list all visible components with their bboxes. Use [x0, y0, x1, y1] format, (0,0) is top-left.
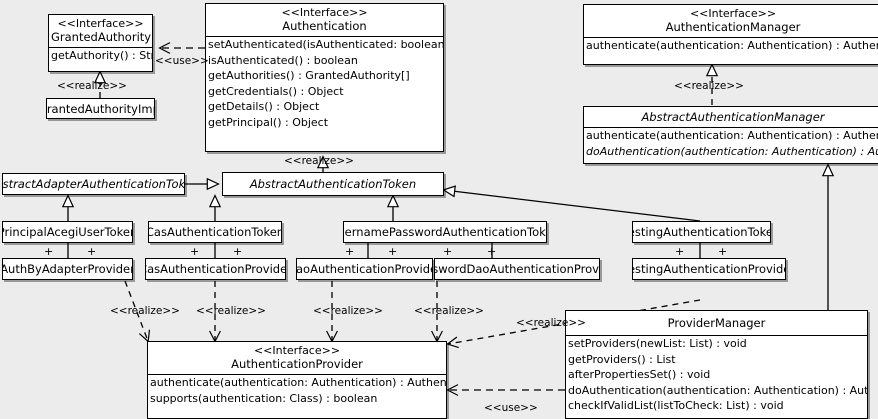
- class-testing-authentication-token[interactable]: TestingAuthenticationToken: [632, 221, 771, 243]
- class-name: GrantedAuthority: [51, 30, 152, 44]
- class-principal-acegi-user-token[interactable]: PrincipalAcegiUserToken: [2, 221, 133, 243]
- association-role-plus: +: [388, 245, 398, 258]
- edge-label-realize-granted-authority-impl: <<realize>>: [57, 80, 127, 92]
- operation-row: getAuthority() : String: [51, 49, 152, 62]
- class-name: AbstractAdapterAuthenticationToken: [2, 177, 185, 191]
- operation-row: authenticate(authentication: Authenticat…: [150, 376, 446, 389]
- class-name: AuthByAdapterProvider: [2, 262, 133, 276]
- class-cas-authentication-token[interactable]: CasAuthenticationToken: [148, 221, 282, 243]
- edge-label-realize-dao-authentication-provider: <<realize>>: [313, 305, 383, 317]
- class-name: GrantedAuthorityImpl: [46, 101, 154, 116]
- association-role-plus: +: [44, 245, 54, 258]
- operation-row: getCredentials() : Object: [208, 84, 344, 98]
- operation-row: isAuthenticated() : boolean: [208, 53, 358, 67]
- class-abstract-authentication-manager[interactable]: AbstractAuthenticationManager authentica…: [583, 106, 878, 164]
- operations-compartment: authenticate(authentication: Authenticat…: [148, 374, 446, 406]
- class-name: DaoAuthenticationProvider: [296, 262, 432, 276]
- class-header: ProviderManager: [566, 311, 867, 335]
- association-role-plus: +: [487, 245, 497, 258]
- association-role-plus: +: [87, 245, 97, 258]
- class-provider-manager[interactable]: ProviderManager setProviders(newList: Li…: [565, 310, 868, 419]
- class-name: UsernamePasswordAuthenticationToken: [344, 225, 546, 239]
- class-name: AbstractAuthenticationManager: [641, 110, 825, 124]
- association-role-plus: +: [675, 245, 685, 258]
- class-abstract-authentication-token[interactable]: AbstractAuthenticationToken: [222, 172, 444, 196]
- class-testing-authentication-provider[interactable]: TestingAuthenticationProvider: [632, 258, 786, 280]
- operations-compartment: setProviders(newList: List) : void getPr…: [566, 335, 867, 414]
- class-abstract-adapter-authentication-token[interactable]: AbstractAdapterAuthenticationToken: [2, 173, 185, 195]
- stereotype-label: <<Interface>>: [57, 17, 144, 30]
- association-role-plus: +: [443, 245, 453, 258]
- operation-row: setProviders(newList: List) : void: [568, 337, 747, 350]
- edge-label-realize-cas-authentication-provider: <<realize>>: [196, 305, 266, 317]
- edge-label-realize-abstract-authentication-token: <<realize>>: [284, 155, 354, 167]
- operation-row: authenticate(authentication: Authenticat…: [586, 129, 878, 142]
- class-header: <<Interface>> AuthenticationProvider: [148, 342, 446, 374]
- class-header: <<Interface>> GrantedAuthority: [49, 15, 152, 47]
- operations-compartment: getAuthority() : String: [49, 47, 152, 64]
- class-auth-by-adapter-provider[interactable]: AuthByAdapterProvider: [2, 258, 133, 280]
- operation-row: setAuthenticated(isAuthenticated: boolea…: [208, 38, 443, 51]
- edge-label-use-provider-manager: <<use>>: [484, 402, 538, 414]
- operation-row: getPrincipal() : Object: [208, 115, 329, 129]
- class-name: TestingAuthenticationProvider: [633, 262, 785, 276]
- operation-row: getProviders() : List: [568, 352, 676, 366]
- edge-label-realize-auth-by-adapter-provider: <<realize>>: [110, 305, 180, 317]
- operation-row: doAuthentication(authentication: Authent…: [586, 144, 878, 158]
- class-username-password-authentication-token[interactable]: UsernamePasswordAuthenticationToken: [343, 221, 547, 243]
- operations-compartment: authenticate(authentication: Authenticat…: [584, 127, 878, 159]
- class-dao-authentication-provider[interactable]: DaoAuthenticationProvider: [296, 258, 433, 280]
- class-name: AuthenticationProvider: [231, 357, 363, 371]
- class-name: PasswordDaoAuthenticationProvider: [435, 262, 599, 276]
- stereotype-label: <<Interface>>: [281, 6, 368, 19]
- association-role-plus: +: [345, 245, 355, 258]
- class-name: AbstractAuthenticationToken: [249, 177, 417, 191]
- operation-row: authenticate(authentication: Authenticat…: [586, 39, 878, 52]
- edge-label-realize-provider-manager: <<realize>>: [516, 317, 586, 329]
- operation-row: afterPropertiesSet() : void: [568, 368, 711, 381]
- class-header: <<Interface>> AuthenticationManager: [584, 5, 878, 37]
- operation-row: supports(authentication: Class) : boolea…: [150, 391, 378, 405]
- stereotype-label: <<Interface>>: [689, 7, 777, 20]
- association-role-plus: +: [233, 245, 243, 258]
- operation-row: getDetails() : Object: [208, 100, 320, 113]
- class-header: <<Interface>> Authentication: [206, 4, 443, 36]
- edge-label-realize-password-dao-authentication-provider: <<realize>>: [414, 305, 484, 317]
- operations-compartment: setAuthenticated(isAuthenticated: boolea…: [206, 36, 443, 130]
- class-authentication[interactable]: <<Interface>> Authentication setAuthenti…: [205, 3, 444, 152]
- class-granted-authority-impl[interactable]: GrantedAuthorityImpl: [46, 98, 155, 119]
- operation-row: doAuthentication(authentication: Authent…: [568, 383, 867, 397]
- class-name: PrincipalAcegiUserToken: [2, 225, 133, 239]
- stereotype-label: <<Interface>>: [253, 344, 341, 357]
- class-name: TestingAuthenticationToken: [633, 225, 770, 239]
- class-name: ProviderManager: [667, 316, 766, 330]
- operations-compartment: authenticate(authentication: Authenticat…: [584, 37, 878, 54]
- association-role-plus: +: [718, 245, 728, 258]
- class-name: Authentication: [282, 19, 367, 33]
- edge-label-use-authentication-granted-authority: <<use>>: [155, 55, 209, 67]
- association-role-plus: +: [190, 245, 200, 258]
- class-authentication-manager[interactable]: <<Interface>> AuthenticationManager auth…: [583, 4, 878, 65]
- operation-row: getAuthorities() : GrantedAuthority[]: [208, 69, 410, 82]
- class-name: CasAuthenticationProvider: [145, 262, 286, 276]
- class-password-dao-authentication-provider[interactable]: PasswordDaoAuthenticationProvider: [434, 258, 600, 280]
- class-name: CasAuthenticationToken: [148, 225, 282, 239]
- class-header: AbstractAuthenticationManager: [584, 107, 878, 127]
- edge-label-realize-abstract-authentication-manager: <<realize>>: [674, 80, 744, 92]
- operation-row: checkIfValidList(listToCheck: List) : vo…: [568, 399, 784, 412]
- class-cas-authentication-provider[interactable]: CasAuthenticationProvider: [145, 258, 286, 280]
- class-authentication-provider[interactable]: <<Interface>> AuthenticationProvider aut…: [147, 341, 447, 419]
- class-name: AuthenticationManager: [665, 20, 801, 34]
- class-granted-authority[interactable]: <<Interface>> GrantedAuthority getAuthor…: [48, 14, 153, 72]
